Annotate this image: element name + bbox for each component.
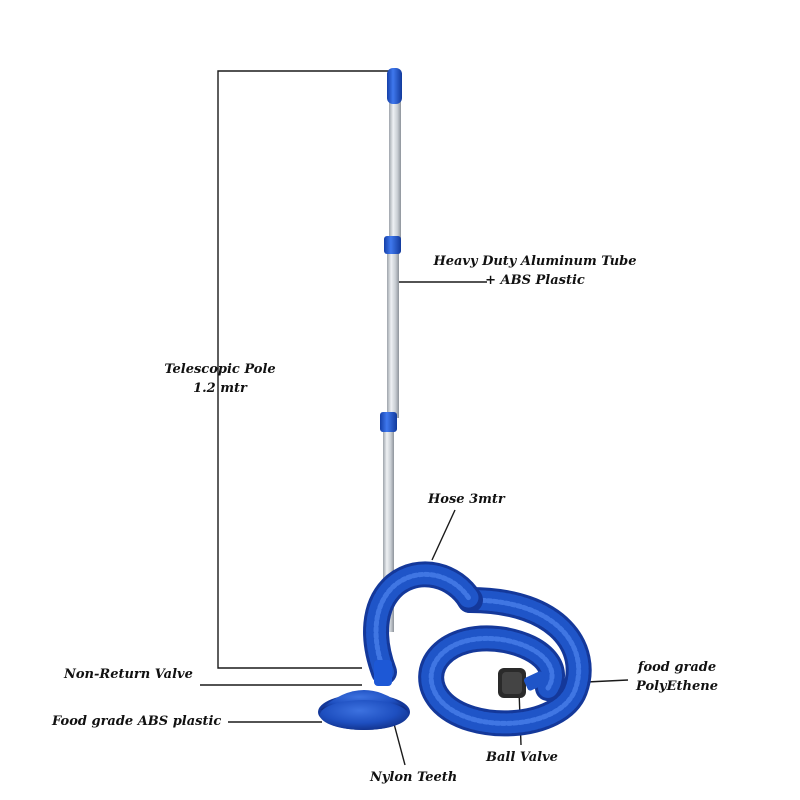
pole-upper-section <box>389 96 401 242</box>
pole-lock-upper <box>384 236 401 254</box>
nylon-teeth-line1: Nylon Teeth <box>370 770 458 785</box>
abs-plastic-line1: Food grade ABS plastic <box>52 714 222 729</box>
food-grade-pe-line1: food grade <box>637 660 717 675</box>
pole-lower-section <box>383 432 394 632</box>
telescopic-pole-bracket <box>217 70 392 669</box>
label-hose: Hose 3mtr <box>428 490 505 509</box>
vacuum-head-base <box>318 660 410 730</box>
ball-valve <box>498 668 547 698</box>
label-nylon-teeth: Nylon Teeth <box>370 768 457 787</box>
pole-top-grip <box>387 68 402 104</box>
aluminum-tube-line1: Heavy Duty Aluminum Tube <box>433 254 637 269</box>
pole-middle-section <box>387 252 399 418</box>
hose-line1: Hose 3mtr <box>428 492 505 507</box>
ball-valve-line1: Ball Valve <box>486 750 558 765</box>
non-return-valve-line1: Non-Return Valve <box>64 667 193 682</box>
food-grade-pe-line2: PolyEthene <box>636 679 718 694</box>
non-return-valve <box>374 660 392 686</box>
label-ball-valve: Ball Valve <box>486 748 558 767</box>
telescopic-pole <box>380 68 402 632</box>
hose <box>363 561 592 737</box>
label-telescopic-pole: Telescopic Pole 1.2 mtr <box>150 360 290 398</box>
leader-lines <box>200 70 629 766</box>
label-non-return-valve: Non-Return Valve <box>64 665 193 684</box>
hose-leader <box>431 509 456 561</box>
label-abs-plastic: Food grade ABS plastic <box>52 712 221 731</box>
telescopic-pole-line2: 1.2 mtr <box>193 381 247 396</box>
telescopic-pole-line1: Telescopic Pole <box>164 362 276 377</box>
pole-lock-lower <box>380 412 397 432</box>
label-food-grade-pe: food grade PolyEthene <box>622 658 732 696</box>
nylon-teeth-leader <box>392 719 406 766</box>
label-aluminum-tube: Heavy Duty Aluminum Tube + ABS Plastic <box>410 252 660 290</box>
aluminum-tube-line2: + ABS Plastic <box>485 273 585 288</box>
